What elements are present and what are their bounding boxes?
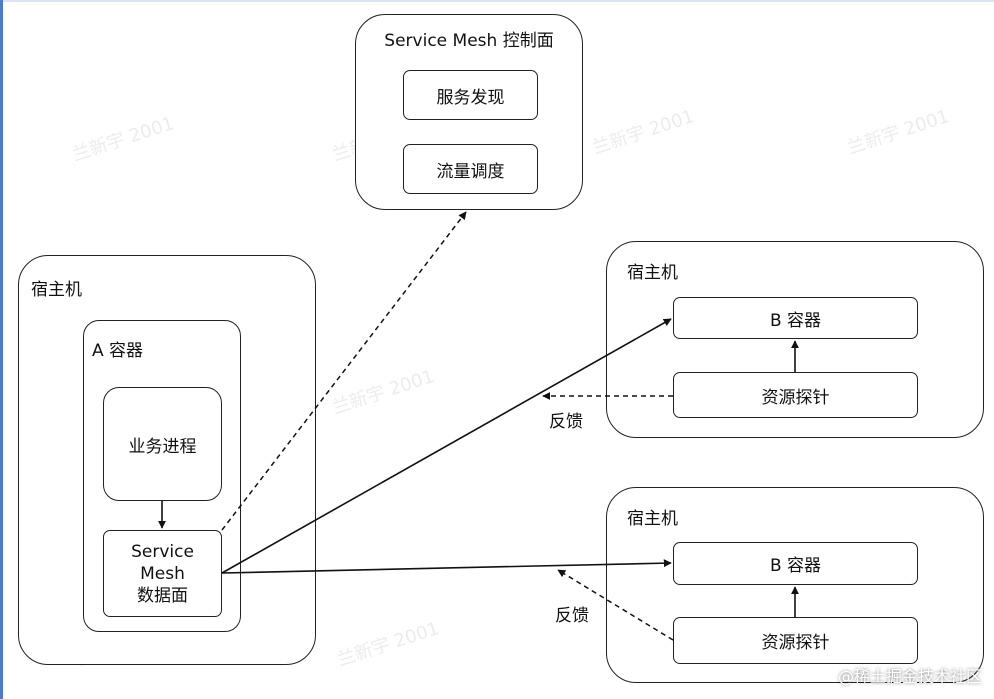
feedback-label-2: 反馈	[555, 606, 589, 626]
window-top-edge	[0, 0, 994, 2]
watermark: 兰新宇 2001	[69, 113, 177, 166]
resource-probe-2-box: 资源探针	[673, 617, 918, 664]
business-process-box: 业务进程	[103, 387, 222, 501]
window-left-edge	[0, 0, 3, 699]
watermark: 兰新宇 2001	[329, 366, 437, 419]
feedback-label-1: 反馈	[549, 412, 583, 432]
container-b-2-box: B 容器	[673, 542, 918, 585]
watermark: 兰新宇 2001	[334, 618, 442, 671]
control-plane-title: Service Mesh 控制面	[384, 31, 554, 51]
container-a-title: A 容器	[92, 341, 144, 361]
service-discovery-box: 服务发现	[403, 70, 538, 120]
corner-watermark: @稀土掘金技术社区	[837, 667, 982, 686]
traffic-scheduling-box: 流量调度	[403, 144, 538, 194]
data-plane-box: Service Mesh 数据面	[103, 530, 222, 617]
data-plane-line-3: 数据面	[137, 585, 188, 606]
resource-probe-1-box: 资源探针	[673, 372, 918, 418]
container-b-1-box: B 容器	[673, 297, 918, 339]
watermark: 兰新宇 2001	[844, 106, 952, 159]
watermark: 兰新宇 2001	[589, 106, 697, 159]
right-host-2-title: 宿主机	[627, 509, 678, 529]
left-host-title: 宿主机	[31, 280, 82, 300]
data-plane-line-2: Mesh	[140, 563, 185, 584]
right-host-1-title: 宿主机	[627, 263, 678, 283]
data-plane-line-1: Service	[131, 541, 194, 562]
